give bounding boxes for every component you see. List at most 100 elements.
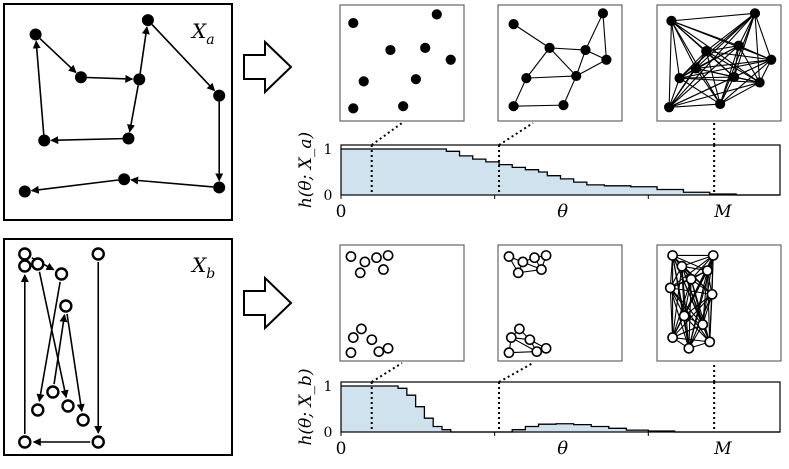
graph-node xyxy=(667,332,678,343)
histogram-line xyxy=(341,385,780,433)
panel-b-frame xyxy=(3,238,233,456)
graph-snapshot-2 xyxy=(497,244,623,362)
walk-arrow xyxy=(39,37,77,74)
graph-node xyxy=(505,332,517,343)
graph-edge xyxy=(668,59,772,108)
histogram-line xyxy=(341,148,780,196)
graph-edge xyxy=(719,81,760,105)
graph-edge xyxy=(738,45,772,61)
graph-edge xyxy=(669,287,704,325)
walk-arrow xyxy=(53,313,68,385)
graph-node xyxy=(524,334,536,346)
snapshot-connector xyxy=(498,122,534,146)
walk-arrow xyxy=(30,179,119,194)
x-axis-M-label: M xyxy=(713,202,732,222)
graph-node xyxy=(704,336,716,348)
graph-edge xyxy=(668,77,681,108)
graph-edge xyxy=(738,13,756,46)
graph-edge xyxy=(672,293,713,338)
graph-edge xyxy=(690,279,711,343)
graph-edge xyxy=(668,81,760,108)
histogram-area xyxy=(341,386,780,432)
walk-point xyxy=(38,134,51,147)
graph-node xyxy=(385,44,396,56)
panel-b: Xb xyxy=(3,238,233,456)
graph-edge xyxy=(695,68,721,105)
walk-point xyxy=(141,14,154,27)
snapshot-connector xyxy=(371,122,403,146)
graph-snapshot-3 xyxy=(656,4,782,122)
graph-node xyxy=(749,8,761,19)
graph-edge xyxy=(513,23,550,49)
walk-arrow xyxy=(36,281,61,403)
graph-node xyxy=(544,42,555,53)
graph-node xyxy=(558,100,569,111)
graph-node xyxy=(382,250,394,261)
panel-a-points xyxy=(18,14,226,198)
walk-arrow xyxy=(50,136,123,145)
graph-edge xyxy=(513,77,527,107)
graph-edge xyxy=(669,103,721,108)
graph-node xyxy=(540,250,552,261)
graph-node xyxy=(508,19,519,30)
graph-edge xyxy=(669,287,674,338)
graph-edge xyxy=(719,59,772,105)
graph-edge xyxy=(672,337,710,343)
snapshot-frame xyxy=(497,244,623,362)
walk-point xyxy=(118,173,131,186)
graph-edge xyxy=(683,293,713,317)
graph-node xyxy=(347,332,359,343)
graph-edge xyxy=(669,287,711,343)
graph-edge xyxy=(671,12,756,22)
graph-edge xyxy=(705,50,735,78)
graph-node xyxy=(521,73,532,84)
graph-edge xyxy=(562,75,577,106)
histogram-area xyxy=(341,149,780,195)
graph-node xyxy=(540,342,552,354)
x-tick-zero: 0 xyxy=(336,202,347,222)
graph-edge xyxy=(602,13,607,60)
panel-a-walk xyxy=(30,23,224,194)
graph-node xyxy=(707,250,719,261)
graph-node xyxy=(371,252,382,264)
graph-node xyxy=(690,63,701,74)
histogram-frame xyxy=(340,144,781,196)
graph-edge xyxy=(681,254,714,267)
graph-node xyxy=(503,251,515,262)
panel-a: Xa xyxy=(3,3,233,221)
graph-edge xyxy=(670,287,713,295)
graph-snapshot-3 xyxy=(656,244,782,362)
graph-edge xyxy=(525,47,550,79)
graph-node xyxy=(348,17,359,29)
graph-node xyxy=(345,347,357,359)
graph-node xyxy=(531,346,543,357)
graph-node xyxy=(754,77,765,88)
walk-point xyxy=(74,71,87,84)
graph-node xyxy=(697,319,709,330)
y-tick-label: 0 xyxy=(324,188,333,204)
walk-arrow xyxy=(86,74,134,83)
graph-edge xyxy=(683,279,692,317)
y-axis-label: h(θ; X_a) xyxy=(296,132,316,208)
panel-b-points xyxy=(18,247,105,449)
walk-point xyxy=(76,413,90,427)
graph-node xyxy=(348,103,359,114)
histogram-frame xyxy=(340,381,781,433)
graph-node xyxy=(503,347,515,359)
graph-edge xyxy=(669,255,714,289)
graph-snapshot-1 xyxy=(339,4,465,122)
graph-node xyxy=(512,267,524,279)
walk-point xyxy=(213,181,226,194)
graph-node xyxy=(431,9,442,20)
walk-point xyxy=(18,247,32,261)
graph-node xyxy=(529,252,540,264)
graph-edge xyxy=(549,47,577,77)
graph-node xyxy=(366,334,378,346)
graph-node xyxy=(445,54,456,65)
graph-edge xyxy=(733,45,740,78)
graph-edge xyxy=(690,255,714,280)
x-axis-theta-label: θ xyxy=(557,201,568,222)
